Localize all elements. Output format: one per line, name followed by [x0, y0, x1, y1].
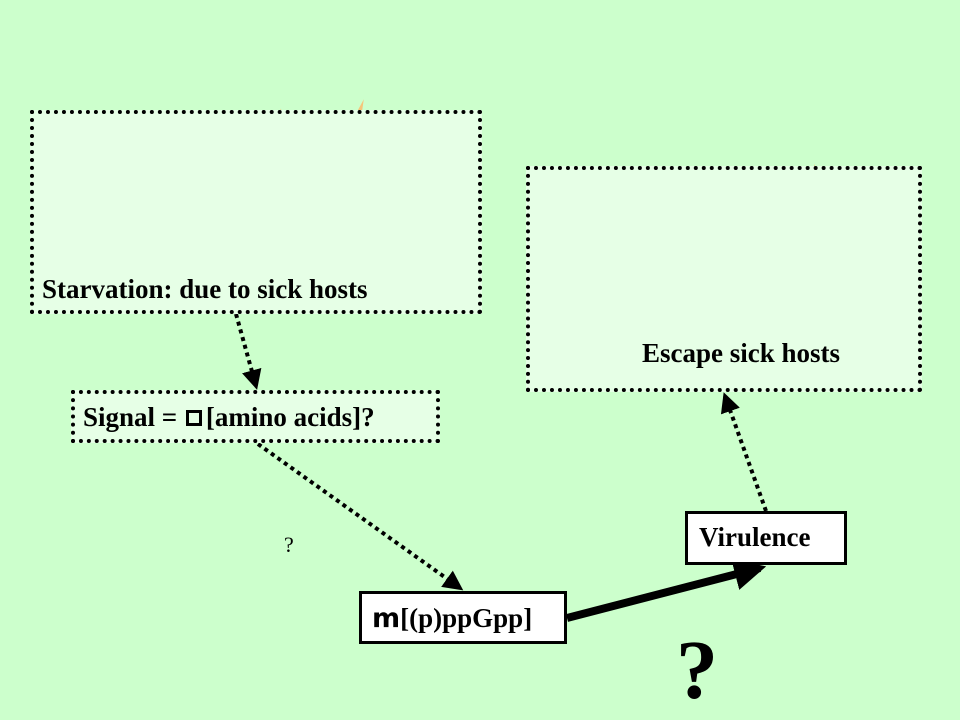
- ppgpp-text: [(p)ppGpp]: [400, 603, 533, 633]
- signal-suffix: [amino acids]?: [205, 402, 375, 432]
- virulence-label: Virulence: [699, 522, 811, 552]
- ppgpp-label: m[(p)ppGpp]: [372, 603, 532, 634]
- virulence-box: [685, 511, 847, 565]
- signal-label: Signal = [amino acids]?: [83, 402, 375, 433]
- arrow-starvation-to-signal: [234, 313, 262, 390]
- starvation-box: [30, 110, 482, 314]
- starvation-label: Starvation: due to sick hosts: [42, 274, 368, 304]
- signal-prefix: Signal =: [83, 402, 184, 432]
- escape-label: Escape sick hosts: [642, 338, 841, 368]
- arrow-signal-to-ppgpp: [256, 442, 464, 591]
- ppgpp-symbol: m: [372, 603, 401, 634]
- question-mark-small: ?: [284, 532, 294, 557]
- arrow-virulence-to-escape: [720, 392, 768, 512]
- escape-box: [526, 166, 922, 392]
- square-box-icon: [185, 410, 202, 426]
- ppgpp-box: [359, 591, 567, 644]
- arrow-ppgpp-to-virulence: [565, 558, 767, 622]
- question-mark-large: ?: [676, 624, 718, 717]
- signal-box: [71, 390, 440, 443]
